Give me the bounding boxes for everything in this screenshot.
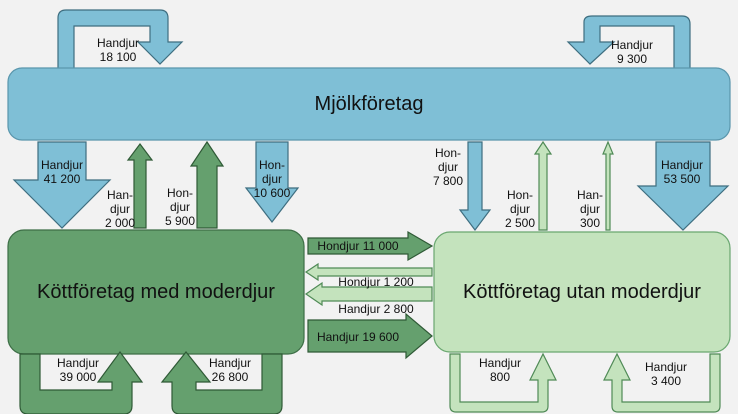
label-med-to-utan-a: Hondjur 11 000: [317, 239, 399, 253]
arrow-utan-to-mjolk-a: [533, 140, 553, 231]
label-utan-loop-a: Handjur 800: [478, 356, 522, 384]
arrow-mjolk-to-utan-b: [636, 141, 730, 231]
label-utan-to-med-a: Hondjur 1 200: [338, 275, 414, 289]
label-utan-to-mjolk-b: Han- djur 300: [576, 188, 603, 230]
label-med-loop-a: Handjur 39 000: [56, 356, 100, 384]
arrow-med-to-utan-b: [307, 312, 433, 360]
node-label-mjolk: Mjölkföretag: [314, 92, 424, 115]
label-med-to-mjolk-b: Hon- djur 5 900: [164, 186, 196, 228]
label-utan-to-med-b: Handjur 2 800: [338, 302, 414, 316]
label-med-to-mjolk-a: Han- djur 2 000: [104, 188, 136, 230]
arrow-utan-to-med-a: [304, 262, 433, 282]
self-loop-arrow-utan-b: [603, 352, 721, 413]
node-label-kott-utan: Köttföretag utan moderdjur: [463, 280, 701, 303]
self-loop-arrow-med-b: [160, 351, 283, 414]
node-label-kott-med: Köttföretag med moderdjur: [37, 280, 275, 303]
label-mjolk-loop-a: Handjur 18 100: [96, 36, 140, 64]
label-mjolk-to-med-b: Hon- djur 10 600: [253, 158, 291, 200]
label-med-to-utan-b: Handjur 19 600: [316, 330, 400, 344]
self-loop-arrow-mjolk-b: [566, 15, 691, 71]
label-utan-to-mjolk-a: Hon- djur 2 500: [504, 188, 536, 230]
self-loop-arrow-med-a: [19, 350, 144, 414]
arrow-mjolk-to-med-a: [12, 141, 112, 229]
label-utan-loop-b: Handjur 3 400: [644, 360, 688, 388]
self-loop-arrow-mjolk-a: [57, 9, 184, 71]
label-mjolk-to-utan-a: Hon- djur 7 800: [432, 146, 464, 188]
self-loop-arrow-utan-a: [449, 352, 557, 413]
arrow-med-to-mjolk-b: [189, 140, 225, 229]
label-mjolk-to-utan-b: Handjur 53 500: [660, 158, 704, 186]
arrow-mjolk-to-med-b: [244, 141, 300, 223]
box-mjolk: [7, 67, 731, 141]
label-mjolk-to-med-a: Handjur 41 200: [40, 158, 84, 186]
arrow-utan-to-med-b: [304, 281, 433, 307]
box-kott-utan: [433, 231, 731, 353]
label-mjolk-loop-b: Handjur 9 300: [610, 38, 654, 66]
label-med-loop-b: Handjur 26 800: [208, 356, 252, 384]
arrow-med-to-mjolk-a: [126, 143, 154, 229]
arrow-mjolk-to-utan-a: [458, 141, 492, 231]
arrow-utan-to-mjolk-b: [602, 140, 614, 231]
arrow-med-to-utan-a: [307, 230, 434, 262]
box-kott-med: [7, 229, 305, 355]
